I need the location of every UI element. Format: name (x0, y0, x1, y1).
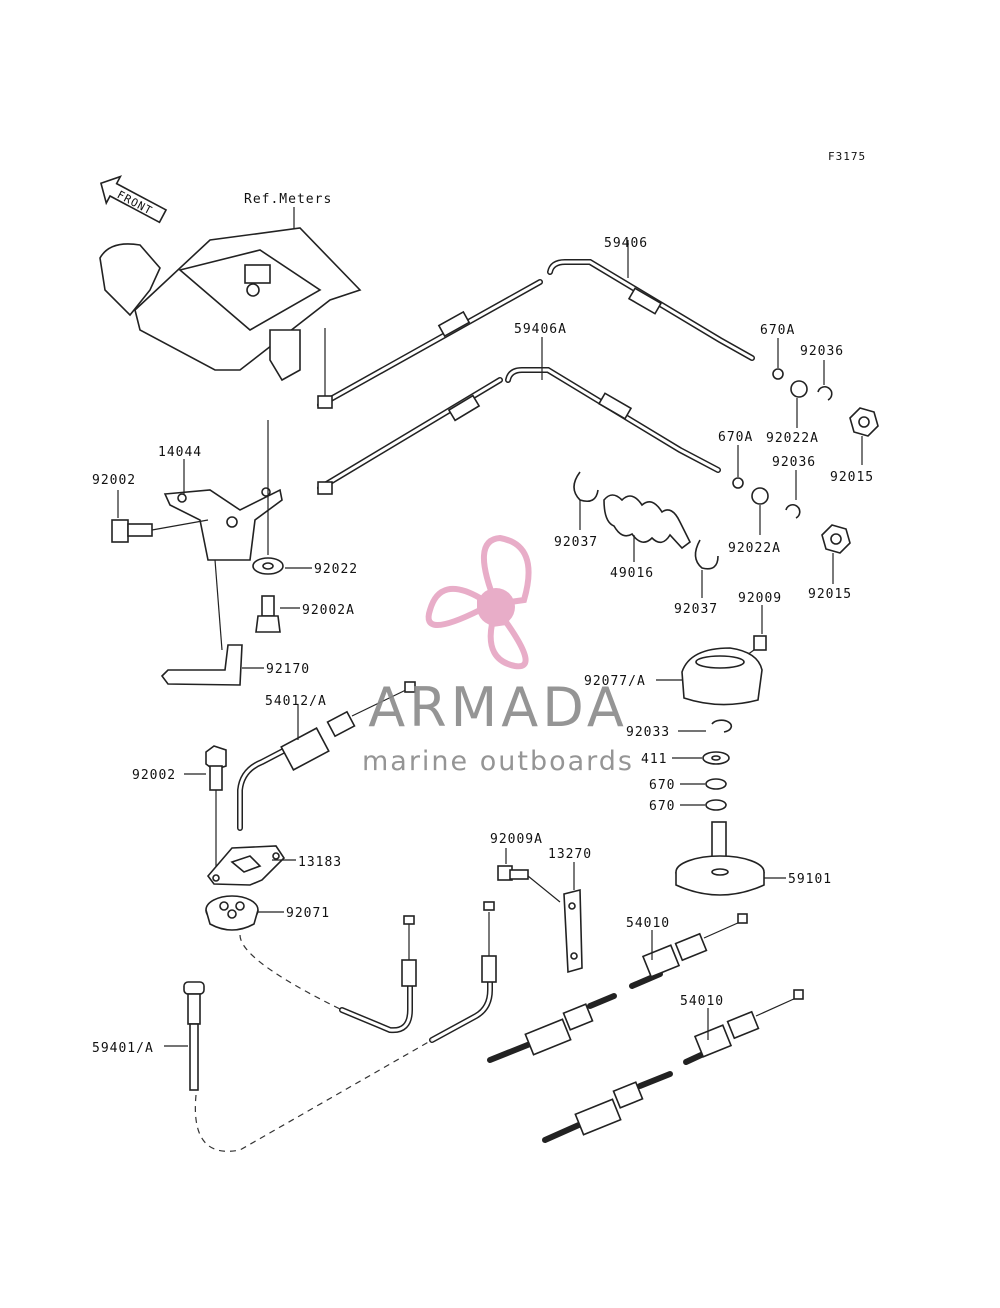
bracket-14044 (163, 487, 283, 561)
label-59406: 59406 (604, 236, 648, 251)
grommet-92071 (205, 895, 259, 931)
label-92015-2: 92015 (808, 587, 852, 602)
bolt-92002-1 (111, 519, 153, 543)
label-92002-1: 92002 (92, 473, 136, 488)
label-92071: 92071 (286, 906, 330, 921)
clip-92036-2 (785, 504, 801, 519)
label-59401A: 59401/A (92, 1041, 154, 1056)
label-54010-2: 54010 (680, 994, 724, 1009)
meter-bracket (99, 227, 362, 400)
label-92033: 92033 (626, 725, 670, 740)
nut-92015-1 (849, 407, 879, 437)
label-49016: 49016 (610, 566, 654, 581)
label-92077A: 92077/A (584, 674, 646, 689)
ref-meters-label: Ref.Meters (244, 192, 332, 207)
washer-92022A-1 (790, 380, 808, 398)
label-59101: 59101 (788, 872, 832, 887)
cable-54010-1 (487, 913, 748, 1063)
bolt-92002-2 (205, 745, 227, 791)
label-670A-2: 670A (718, 430, 753, 445)
cable-54012A (237, 681, 416, 831)
figure-code: F3175 (828, 150, 866, 163)
o-ring-670A-2 (732, 477, 744, 489)
o-ring-670-2 (705, 799, 727, 811)
label-92036-1: 92036 (800, 344, 844, 359)
knob-92077A (681, 647, 763, 706)
cable-54010-2 (542, 989, 804, 1143)
front-arrow-icon: FRONT (99, 175, 168, 224)
label-59406A: 59406A (514, 322, 567, 337)
label-411: 411 (641, 752, 667, 767)
label-92022A-2: 92022A (728, 541, 781, 556)
label-14044: 14044 (158, 445, 202, 460)
clip-92036-1 (817, 386, 833, 401)
bracket-13270 (563, 888, 583, 974)
label-54012A: 54012/A (265, 694, 327, 709)
watermark-tagline: marine outboards (362, 746, 634, 777)
label-670-1: 670 (649, 778, 675, 793)
o-ring-670A-1 (772, 368, 784, 380)
o-ring-670-1 (705, 778, 727, 790)
label-92009: 92009 (738, 591, 782, 606)
label-670A-1: 670A (760, 323, 795, 338)
watermark: ARMADA marine outboards (362, 534, 634, 777)
washer-92022A-2 (751, 487, 769, 505)
label-670-2: 670 (649, 799, 675, 814)
label-92170: 92170 (266, 662, 310, 677)
clip-92033 (711, 719, 733, 733)
cable-59406 (317, 240, 755, 409)
label-54010-1: 54010 (626, 916, 670, 931)
label-13183: 13183 (298, 855, 342, 870)
label-92036-2: 92036 (772, 455, 816, 470)
label-92015-1: 92015 (830, 470, 874, 485)
label-92022A-1: 92022A (766, 431, 819, 446)
screw-92009A (497, 865, 529, 881)
nut-92015-2 (821, 524, 851, 554)
label-92009A: 92009A (490, 832, 543, 847)
label-92037-1: 92037 (554, 535, 598, 550)
propeller-logo-icon (425, 534, 532, 670)
bolt-92002A (255, 595, 281, 633)
cable-mid-left (339, 915, 417, 1034)
clamp-92037-2 (694, 539, 719, 570)
label-92022: 92022 (314, 562, 358, 577)
cable-mid-right (429, 901, 497, 1043)
boot-49016 (603, 494, 692, 550)
label-13270: 13270 (548, 847, 592, 862)
watermark-brand: ARMADA (368, 676, 628, 739)
cable-59406A (317, 337, 721, 495)
label-92002-2: 92002 (132, 768, 176, 783)
plate-92170 (160, 644, 243, 686)
label-92037-2: 92037 (674, 602, 718, 617)
label-92002A: 92002A (302, 603, 355, 618)
cable-59401A (183, 981, 205, 1091)
clamp-92037-1 (573, 471, 599, 503)
base-59101 (675, 821, 765, 896)
